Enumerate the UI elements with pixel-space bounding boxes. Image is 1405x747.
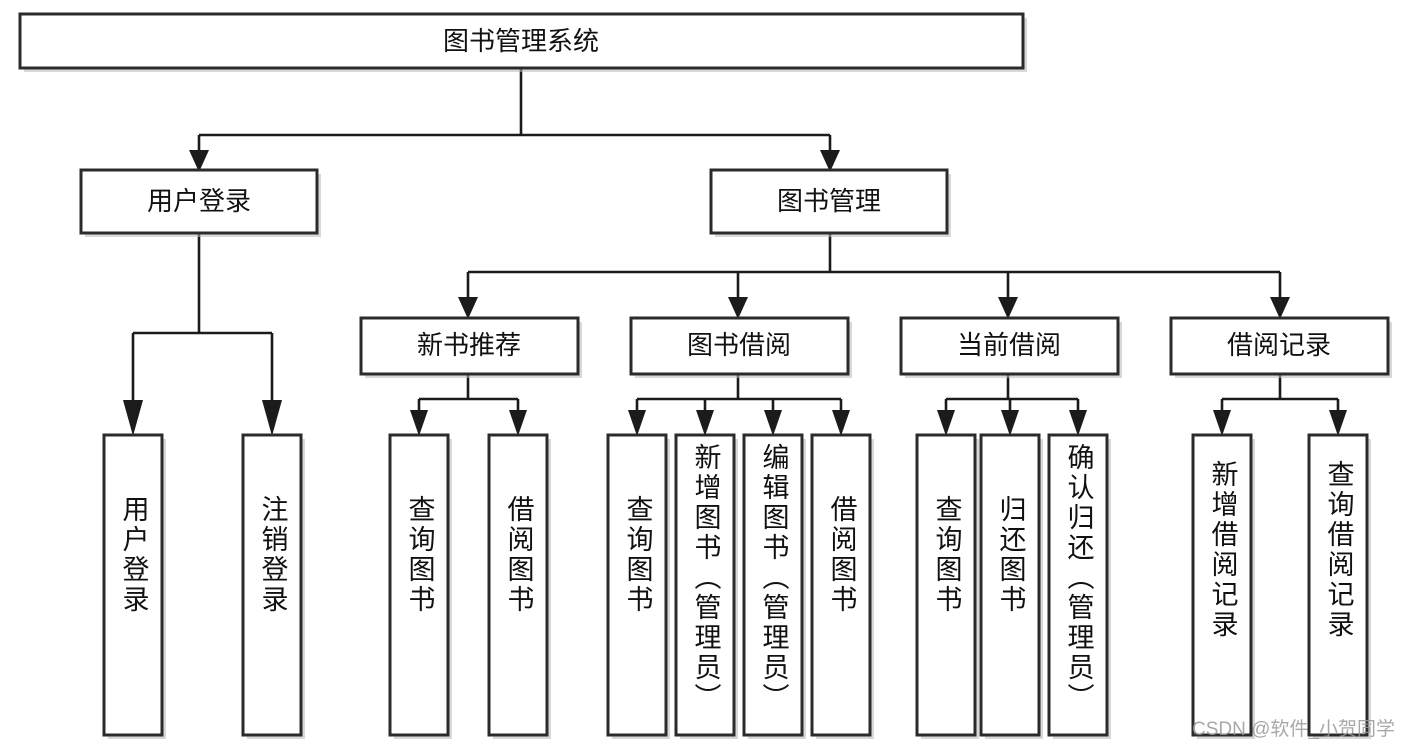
- arrowhead-to-userlogin: [189, 150, 209, 172]
- node-borrowrecord-label: 借阅记录: [1227, 330, 1331, 360]
- arrowhead-to-borrowrecord: [1270, 297, 1290, 319]
- arrowhead-to-bookmgmt: [820, 150, 840, 172]
- leaf-box-cb-0[interactable]: [915, 433, 977, 737]
- leaf-box-nb-1[interactable]: [487, 433, 549, 737]
- node-bookmgmt-label: 图书管理: [777, 186, 881, 216]
- arrowhead-currentborrow-leaf-2: [1069, 410, 1087, 436]
- node-bookborrow-box[interactable]: [629, 316, 850, 376]
- leaf-box-bb-0[interactable]: [606, 433, 668, 737]
- arrowhead-newbook-leaf-1: [509, 410, 527, 436]
- arrowhead-borrowrecord-leaf-0: [1213, 410, 1231, 436]
- arrowhead-bookborrow-leaf-2: [764, 410, 782, 436]
- connectors-layer: [131, 68, 1340, 412]
- boxes-layer: [18, 12, 1390, 737]
- arrowhead-to-currentborrow: [998, 297, 1018, 319]
- node-newbook-box[interactable]: [359, 316, 580, 376]
- node-userlogin-box[interactable]: [79, 168, 319, 235]
- leaf-box-bb-2[interactable]: [742, 433, 804, 737]
- arrowhead-userlogin-leaf-0: [123, 400, 143, 436]
- node-bookmgmt-box[interactable]: [709, 168, 949, 235]
- arrowhead-bookborrow-leaf-0: [628, 410, 646, 436]
- horizontal-labels-layer: 图书管理系统 用户登录 图书管理 新书推荐 图书借阅 当前借阅 借阅记录: [147, 26, 1331, 360]
- arrowhead-to-bookborrow: [728, 297, 748, 319]
- leaf-box-bb-1[interactable]: [674, 433, 736, 737]
- leaf-box-bb-3[interactable]: [810, 433, 872, 737]
- node-bookborrow-label: 图书借阅: [687, 330, 791, 360]
- arrowhead-currentborrow-leaf-1: [1001, 410, 1019, 436]
- leaf-box-br-1[interactable]: [1307, 433, 1369, 737]
- arrowhead-to-newbook: [458, 297, 478, 319]
- node-borrowrecord-box[interactable]: [1169, 316, 1390, 376]
- leaf-box-cb-2[interactable]: [1047, 433, 1109, 737]
- node-newbook-label: 新书推荐: [417, 330, 521, 360]
- arrowhead-currentborrow-leaf-0: [937, 410, 955, 436]
- node-root-box[interactable]: [18, 12, 1025, 70]
- node-userlogin-label: 用户登录: [147, 186, 251, 216]
- arrowhead-newbook-leaf-0: [410, 410, 428, 436]
- leaf-box-ul-1[interactable]: [241, 433, 303, 737]
- arrowhead-borrowrecord-leaf-1: [1329, 410, 1347, 436]
- arrowhead-bookborrow-leaf-3: [832, 410, 850, 436]
- leaf-box-br-0[interactable]: [1191, 433, 1253, 737]
- leaf-box-nb-0[interactable]: [388, 433, 450, 737]
- leaf-box-ul-0[interactable]: [102, 433, 164, 737]
- arrowhead-bookborrow-leaf-1: [696, 410, 714, 436]
- arrowheads-layer: [123, 150, 1347, 436]
- arrowhead-userlogin-leaf-1: [262, 400, 282, 436]
- node-currentborrow-label: 当前借阅: [957, 330, 1061, 360]
- leaf-box-cb-1[interactable]: [979, 433, 1041, 737]
- node-currentborrow-box[interactable]: [899, 316, 1120, 376]
- node-root-label: 图书管理系统: [443, 26, 599, 56]
